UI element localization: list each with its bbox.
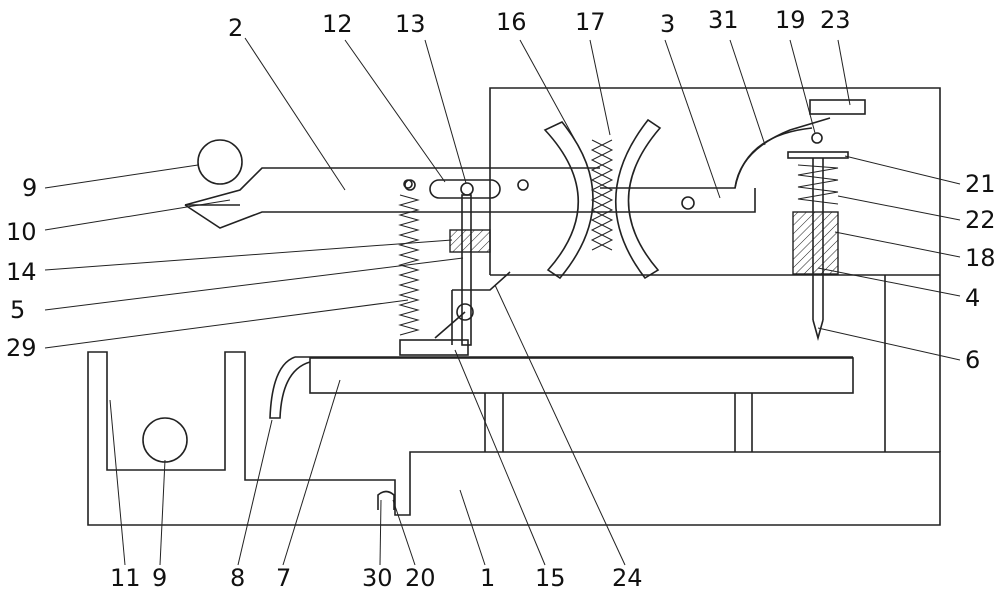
label-2: 2	[228, 14, 244, 42]
pin-19	[811, 132, 823, 144]
label-22: 22	[965, 206, 996, 234]
roller-upper	[197, 139, 243, 185]
plunger-assembly	[787, 151, 849, 341]
label-18: 18	[965, 244, 996, 272]
label-20: 20	[405, 564, 436, 592]
label-10: 10	[6, 218, 37, 246]
label-16: 16	[496, 8, 527, 36]
label-9-lower: 9	[152, 564, 168, 592]
label-29: 29	[6, 334, 37, 362]
label-3: 3	[660, 10, 676, 38]
label-4: 4	[965, 284, 981, 312]
base-frame	[87, 87, 941, 526]
rod-5	[461, 194, 472, 346]
label-31: 31	[708, 6, 739, 34]
label-19: 19	[775, 6, 806, 34]
label-12: 12	[322, 10, 353, 38]
gear-mechanism	[399, 271, 511, 356]
label-7: 7	[276, 564, 292, 592]
table-7	[269, 356, 854, 452]
block-14	[449, 229, 491, 253]
label-14: 14	[6, 258, 37, 286]
label-15: 15	[535, 564, 566, 592]
top-plate	[809, 99, 866, 115]
gear-segments	[543, 118, 662, 280]
label-21: 21	[965, 170, 996, 198]
arm-2	[184, 167, 600, 229]
label-5: 5	[10, 296, 26, 324]
label-6: 6	[965, 346, 981, 374]
label-1: 1	[480, 564, 496, 592]
spring-29	[398, 179, 420, 336]
leader-lines	[44, 37, 961, 566]
label-17: 17	[575, 8, 606, 36]
label-9-upper: 9	[22, 174, 38, 202]
label-23: 23	[820, 6, 851, 34]
label-30: 30	[362, 564, 393, 592]
label-8: 8	[230, 564, 246, 592]
arm-3	[600, 117, 831, 213]
wheel-lower	[142, 417, 188, 463]
label-24: 24	[612, 564, 643, 592]
label-13: 13	[395, 10, 426, 38]
label-11: 11	[110, 564, 141, 592]
